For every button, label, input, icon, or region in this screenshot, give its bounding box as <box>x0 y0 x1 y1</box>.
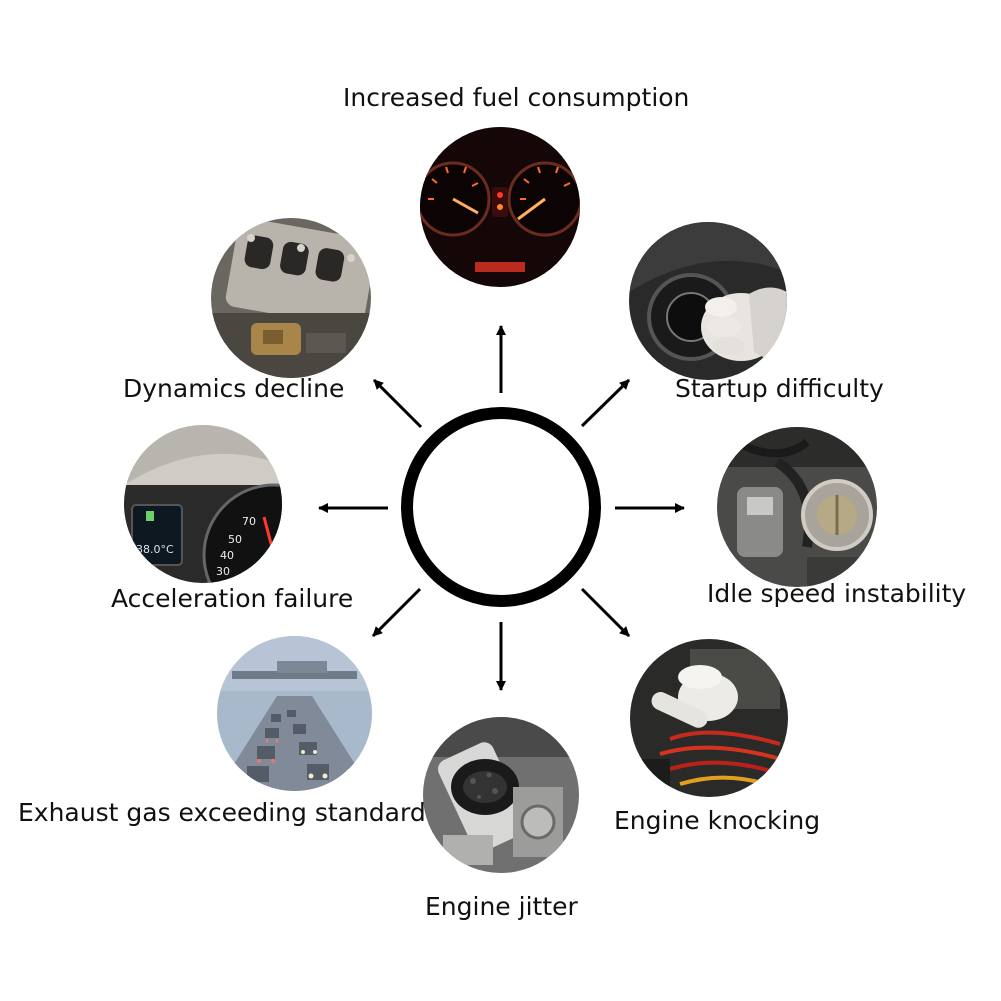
speed-40: 40 <box>220 549 234 562</box>
arrow-up-left <box>372 378 423 429</box>
speed-70: 70 <box>242 515 256 528</box>
arrow-up-right <box>580 378 631 428</box>
intake-manifold-icon <box>211 218 371 378</box>
temp-readout: 38.0°C <box>136 543 174 556</box>
symptom-label: Engine jitter <box>425 892 578 921</box>
throttle-body-icon <box>717 427 877 587</box>
speed-50: 50 <box>228 533 242 546</box>
arrow-down-left <box>371 587 422 638</box>
symptom-label: Dynamics decline <box>123 374 345 403</box>
speed-30: 30 <box>216 565 230 578</box>
ignition-button-icon <box>629 222 787 380</box>
symptom-label: Acceleration failure <box>111 584 354 613</box>
symptom-label: Increased fuel consumption <box>343 83 690 112</box>
symptom-label: Idle speed instability <box>707 579 967 608</box>
spark-plug-icon <box>423 717 579 873</box>
symptom-label: Startup difficulty <box>675 374 884 403</box>
center-ring <box>401 407 601 607</box>
symptom-label: Exhaust gas exceeding standard <box>18 798 426 827</box>
traffic-smog-icon <box>217 636 372 791</box>
engine-wiring-icon <box>630 639 788 797</box>
speedometer-icon: 38.0°C 70 50 40 30 <box>124 425 282 583</box>
dashboard-gauges-icon <box>420 127 580 287</box>
arrow-down-right <box>580 587 631 638</box>
symptom-label: Engine knocking <box>614 806 821 835</box>
